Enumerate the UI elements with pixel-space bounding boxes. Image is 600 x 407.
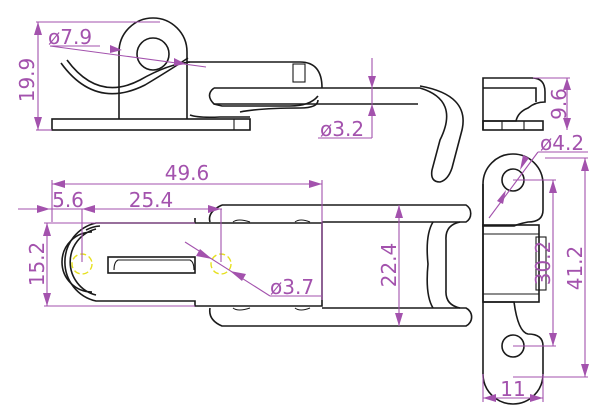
top-dimensions: 49.6 5.6 25.4 15.2 ø3.7 22.4 bbox=[18, 161, 403, 326]
dim-side-height: 19.9 bbox=[15, 58, 39, 103]
bail-wire-bottom bbox=[208, 204, 473, 327]
dim-overall-length: 49.6 bbox=[165, 161, 210, 185]
dim-loop-diameter: ø7.9 bbox=[48, 25, 92, 49]
dim-keeper-width: 11 bbox=[500, 377, 525, 401]
dim-edge-to-hole: 5.6 bbox=[52, 188, 84, 212]
bail-wire-top bbox=[222, 204, 472, 223]
hook-rod bbox=[214, 85, 464, 183]
dim-keeper-length: 41.2 bbox=[563, 246, 587, 291]
dim-hole-diameter: ø3.7 bbox=[270, 275, 314, 299]
dim-keeper-height: 9.6 bbox=[547, 88, 571, 120]
dim-base-width: 15.2 bbox=[25, 242, 49, 287]
base-plate bbox=[51, 118, 251, 131]
keeper-dimensions: ø4.2 30.2 41.2 11 bbox=[482, 131, 589, 402]
spring-wire bbox=[60, 57, 189, 95]
dim-keeper-hole-spacing: 30.2 bbox=[531, 241, 555, 286]
dim-rod-diameter: ø3.2 bbox=[320, 117, 364, 141]
keeper-side-view: 9.6 bbox=[482, 77, 571, 131]
dim-hole-spacing: 25.4 bbox=[129, 188, 174, 212]
loop-bracket bbox=[118, 17, 188, 119]
side-view bbox=[51, 17, 464, 183]
dim-hook-width: 22.4 bbox=[377, 243, 401, 288]
slot bbox=[107, 256, 196, 274]
side-dimensions: 19.9 ø7.9 ø3.2 bbox=[15, 21, 376, 141]
loop-hole bbox=[136, 37, 170, 71]
dim-keeper-hole-diameter: ø4.2 bbox=[540, 131, 584, 155]
